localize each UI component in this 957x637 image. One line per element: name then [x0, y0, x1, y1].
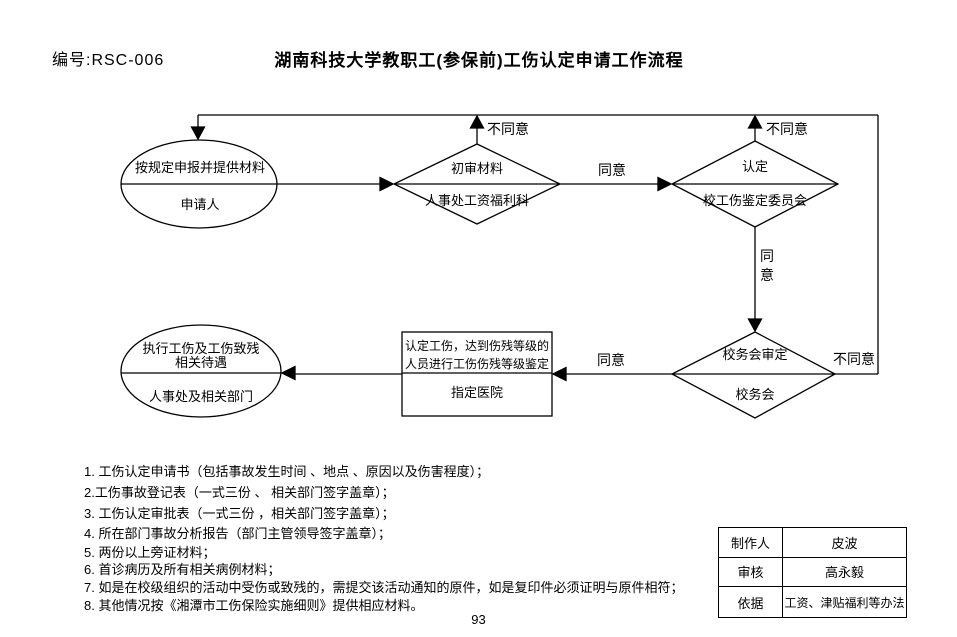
benefits-action-line1: 执行工伤及工伤致残	[142, 341, 260, 356]
hospital-action-line1: 认定工伤，达到伤残等级的	[404, 339, 549, 353]
hospital-action-line2: 人员进行工伤伤残等级鉴定	[404, 357, 549, 371]
info-table-value-reviewer: 高永毅	[783, 558, 906, 588]
arrow-into-determination	[657, 176, 673, 192]
benefits-ellipse	[120, 324, 282, 418]
applicant-actor-label: 申请人	[180, 197, 220, 212]
council-review-action-label: 校务会审定	[722, 347, 788, 362]
edge-label-determine-disagree: 不同意	[766, 121, 808, 137]
initial-review-actor-label: 人事处工资福利科	[424, 193, 529, 208]
arrow-review-disagree-up	[469, 114, 485, 129]
council-review-actor-label: 校务会	[735, 387, 775, 402]
doc-number: 编号:RSC-006	[52, 52, 165, 69]
info-table-label-basis: 依据	[719, 587, 783, 617]
info-table-value-maker: 皮波	[783, 528, 906, 558]
edge-label-determine-agree: 同意	[760, 248, 774, 283]
note-item-1: 1. 工伤认定申请书（包括事故发生时间 、地点 、原因以及伤害程度）；	[84, 464, 490, 479]
arrow-into-benefits	[280, 365, 296, 381]
initial-review-action-label: 初审材料	[450, 161, 503, 176]
council-review-diamond	[670, 331, 837, 419]
edge-label-council-agree: 同意	[597, 352, 625, 368]
determination-action-label: 认定	[741, 159, 768, 174]
note-item-6: 6. 首诊病历及所有相关病例材料；	[84, 562, 281, 577]
page-title: 湖南科技大学教职工(参保前)工伤认定申请工作流程	[274, 51, 684, 70]
note-item-3: 3. 工伤认定审批表（一式三份 ，相关部门签字盖章）；	[84, 506, 395, 521]
page-number: 93	[471, 612, 486, 627]
arrow-into-applicant	[190, 126, 206, 141]
benefits-action-line2: 相关待遇	[174, 355, 227, 370]
arrow-into-review	[379, 176, 395, 192]
initial-review-diamond	[392, 143, 562, 225]
note-item-7: 7. 如是在校级组织的活动中受伤或致残的，需提交该活动通知的原件，如是复印件必须…	[84, 580, 684, 595]
edge-label-review-disagree: 不同意	[487, 121, 529, 137]
determination-actor-label: 校工伤鉴定委员会	[702, 193, 807, 208]
benefits-actor-label: 人事处及相关部门	[148, 389, 253, 404]
note-item-5: 5. 两份以上旁证材料；	[84, 545, 216, 560]
note-item-4: 4. 所在部门事故分析报告（部门主管领导签字盖章）；	[84, 526, 391, 541]
edge-label-review-agree: 同意	[598, 162, 626, 178]
arrow-into-hospital	[551, 366, 567, 382]
note-item-8: 8. 其他情况按《湘潭市工伤保险实施细则》提供相应材料。	[84, 598, 424, 613]
edge-label-council-disagree: 不同意	[833, 351, 875, 367]
info-table: 制作人 皮波 审核 高永毅 依据 工资、津贴福利等办法	[718, 527, 907, 618]
arrow-determine-disagree-up	[747, 114, 763, 129]
note-item-2: 2.工伤事故登记表（一式三份 、 相关部门签字盖章）；	[84, 485, 395, 500]
info-table-value-basis: 工资、津贴福利等办法	[784, 595, 905, 610]
info-table-label-maker: 制作人	[719, 528, 783, 558]
info-table-label-reviewer: 审核	[719, 557, 783, 588]
arrow-into-council	[747, 318, 763, 333]
hospital-actor-label: 指定医院	[450, 385, 503, 400]
applicant-action-label: 按规定申报并提供材料	[134, 160, 265, 175]
